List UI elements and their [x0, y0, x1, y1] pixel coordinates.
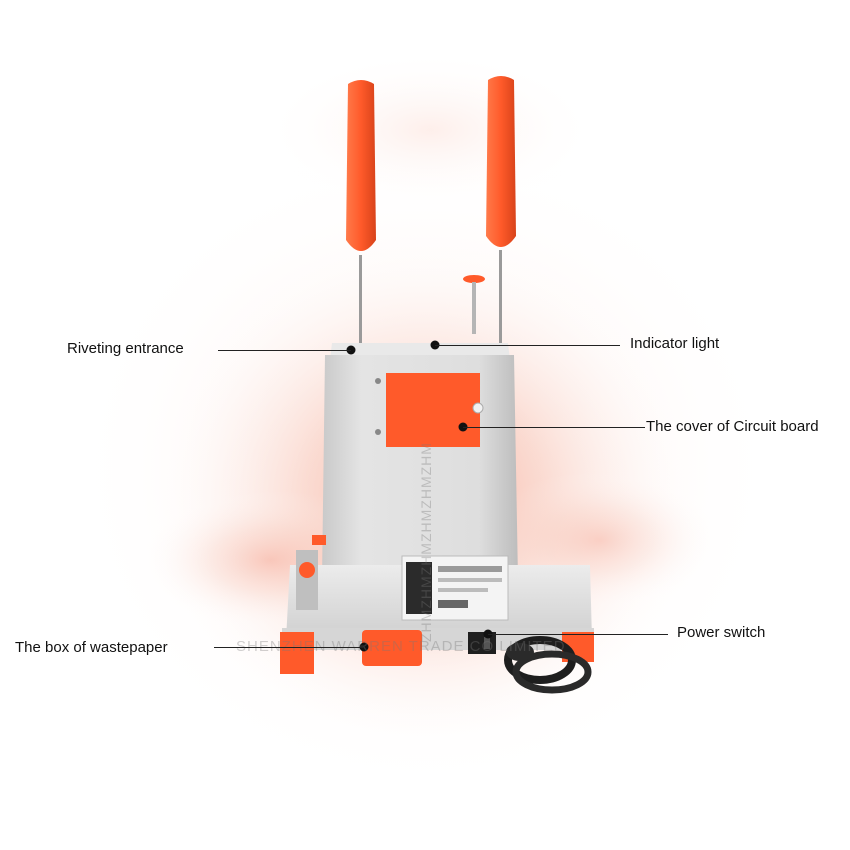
- qr-code: [406, 562, 432, 614]
- left-foot: [280, 632, 314, 674]
- circuit-board-cover: [386, 373, 480, 447]
- callout-power-switch: Power switch: [677, 624, 766, 641]
- leader-circuit-cover: [463, 427, 645, 428]
- wastepaper-box: [362, 630, 422, 666]
- right-orange-handle: [486, 76, 516, 247]
- top-knob: [463, 275, 485, 283]
- leader-power-switch: [488, 634, 668, 635]
- callout-wastepaper-box: The box of wastepaper: [15, 639, 168, 656]
- right-handle-rod: [499, 250, 502, 350]
- callout-indicator-light: Indicator light: [630, 335, 720, 352]
- leader-wastepaper-box: [214, 647, 364, 648]
- leader-indicator-light: [435, 345, 620, 346]
- left-handle-rod: [359, 255, 362, 350]
- callout-riveting-entrance: Riveting entrance: [67, 340, 184, 357]
- callout-circuit-cover: The cover of Circuit board: [646, 418, 819, 435]
- vertical-watermark: ZHMZHMZHMZHMZHMZHM: [418, 442, 434, 642]
- company-watermark: SHENZHEN WARREN TRADE CO LIMITED: [236, 638, 566, 655]
- leader-riveting-entrance: [218, 350, 351, 351]
- left-orange-handle: [346, 80, 376, 251]
